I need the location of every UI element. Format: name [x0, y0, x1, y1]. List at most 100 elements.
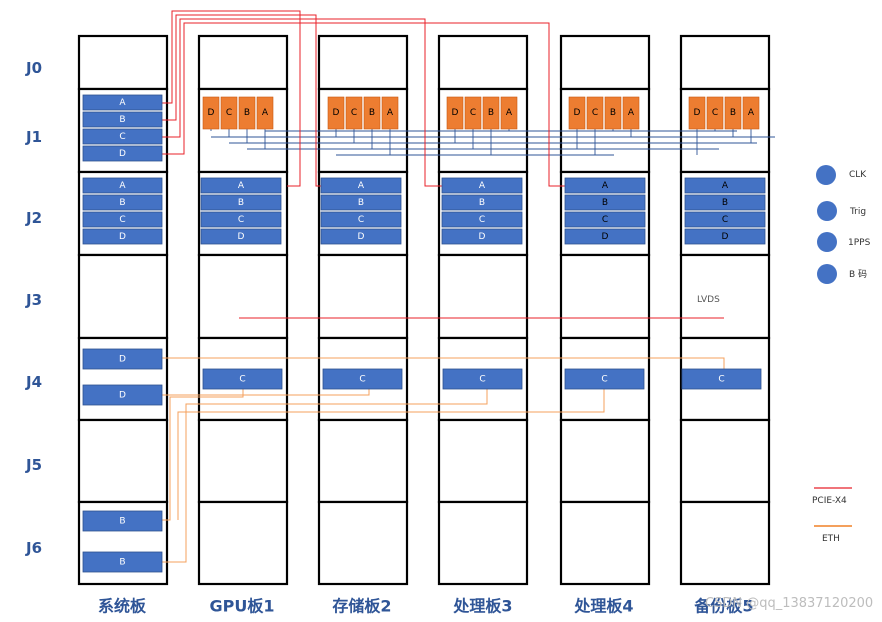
gpu1-j1-conn-d: [202, 96, 220, 130]
slot-processing3-j5: [437, 418, 529, 504]
system-j6-bus-b-1: [82, 510, 163, 532]
board-label-processing3: 处理板3: [452, 597, 512, 616]
storage2-j1-conn-b: [363, 96, 381, 130]
pcie-system-a-to-gpu1: [162, 10, 301, 187]
storage2-j2-bus-b-label: B: [358, 198, 364, 208]
system-j4-bus-d-1-label: D: [119, 355, 126, 365]
processing4-j2-bus-d-label: D: [602, 232, 609, 242]
gpu1-j2-bus-d: [200, 228, 282, 245]
gpu1-j1-conn-c-label: C: [226, 108, 232, 118]
slot-gpu1-j3: [197, 253, 289, 340]
processing3-j2-bus-b: [441, 194, 523, 211]
slot-backup5-j6: [679, 500, 771, 586]
processing3-j2-bus-b-label: B: [479, 198, 485, 208]
processing3-j1-conn-a-label: A: [506, 108, 513, 118]
eth-system-to-gpu1: [162, 389, 244, 521]
system-j1-bus-d-label: D: [119, 149, 126, 159]
slot-processing4-j5: [559, 418, 651, 504]
board-columns: [77, 34, 771, 586]
storage2-j1-conn-b-label: B: [369, 108, 375, 118]
backup5-j2-bus-c-label: C: [722, 215, 728, 225]
backup5-j2-bus-c: [684, 211, 766, 228]
system-j2-bus-a: [82, 177, 163, 194]
slot-processing3-j0: [437, 34, 529, 91]
slot-processing3-j6: [437, 500, 529, 586]
pcie-system-c-to-processing3: [162, 18, 442, 187]
system-j1-bus-a: [82, 94, 163, 111]
processing4-j2-bus-a: [564, 177, 646, 194]
system-j1-bus-c-label: C: [119, 132, 125, 142]
storage2-j4-bus-c-label: C: [359, 375, 365, 385]
slot-backup5-j3: [679, 253, 771, 340]
legend-pcie-label: PCIE-X4: [812, 496, 847, 506]
backup5-j1-conn-b-label: B: [730, 108, 736, 118]
gpu1-j2-bus-c: [200, 211, 282, 228]
storage2-j1-conn-c-label: C: [351, 108, 357, 118]
backup5-j1-conn-d-label: D: [694, 108, 701, 118]
row-label-j1: J1: [25, 128, 42, 146]
row-label-j4: J4: [25, 373, 42, 391]
processing4-j1-conn-c-label: C: [592, 108, 598, 118]
backup5-j2-bus-a-label: A: [722, 181, 729, 191]
storage2-j1-conn-a-label: A: [387, 108, 394, 118]
gpu1-j4-bus-c: [202, 368, 283, 390]
processing4-j1-conn-b-label: B: [610, 108, 616, 118]
backup5-j1-conn-b: [724, 96, 742, 130]
eth-system-to-processing3: [162, 389, 488, 563]
backup5-j4-bus-c: [681, 368, 762, 390]
processing4-j2-bus-d: [564, 228, 646, 245]
legend-trig-label: Trig: [849, 207, 866, 217]
processing4-j4-bus-c: [564, 368, 645, 390]
system-j2-bus-d-label: D: [119, 232, 126, 242]
gpu1-j2-bus-a: [200, 177, 282, 194]
legend-1pps-label: 1PPS: [848, 238, 871, 248]
processing4-j1-conn-b: [604, 96, 622, 130]
pcie-wires: [162, 10, 724, 319]
backup5-j1-conn-c: [706, 96, 724, 130]
gpu1-j1-conn-c: [220, 96, 238, 130]
eth-system-to-backup5: [162, 357, 725, 369]
row-label-j5: J5: [25, 456, 42, 474]
gpu1-j2-bus-b-label: B: [238, 198, 244, 208]
gpu1-j1-conn-b: [238, 96, 256, 130]
gpu1-j2-bus-b: [200, 194, 282, 211]
backup5-j2-bus-d: [684, 228, 766, 245]
system-j1-bus-c: [82, 128, 163, 145]
gpu1-j2-bus-c-label: C: [238, 215, 244, 225]
timing-wires: [210, 129, 775, 156]
storage2-j2-bus-d-label: D: [358, 232, 365, 242]
gpu1-j1-conn-d-label: D: [208, 108, 215, 118]
legend-clk-dot: [816, 165, 836, 185]
system-j6-bus-b-1-label: B: [119, 517, 125, 527]
slot-gpu1-j0: [197, 34, 289, 91]
processing3-j1-conn-c-label: C: [470, 108, 476, 118]
gpu1-j2-bus-a-label: A: [238, 181, 245, 191]
watermark: CSDN @qq_13837120200: [705, 596, 873, 611]
processing4-j4-bus-c-label: C: [601, 375, 607, 385]
storage2-j1-conn-d-label: D: [333, 108, 340, 118]
backup5-j2-bus-b-label: B: [722, 198, 728, 208]
slot-system-j5: [77, 418, 169, 504]
processing3-j1-conn-b: [482, 96, 500, 130]
processing4-j1-conn-d: [568, 96, 586, 130]
system-j2-bus-a-label: A: [119, 181, 126, 191]
board-label-system: 系统板: [98, 597, 147, 616]
backup5-j4-bus-c-label: C: [718, 375, 724, 385]
processing4-j1-conn-d-label: D: [574, 108, 581, 118]
backup5-j1-conn-a-label: A: [748, 108, 755, 118]
slot-backup5-j5: [679, 418, 771, 504]
slot-processing4-j6: [559, 500, 651, 586]
processing3-j2-bus-d-label: D: [479, 232, 486, 242]
board-label-processing4: 处理板4: [573, 597, 633, 616]
processing3-j1-conn-b-label: B: [488, 108, 494, 118]
system-j2-bus-c-label: C: [119, 215, 125, 225]
legend-clk-label: CLK: [849, 170, 867, 180]
slot-system-j3: [77, 253, 169, 340]
legend-bcode-label: B 码: [849, 269, 867, 280]
processing3-j1-conn-c: [464, 96, 482, 130]
storage2-j2-bus-a: [320, 177, 402, 194]
processing4-j2-bus-c: [564, 211, 646, 228]
system-j4-bus-d-2: [82, 384, 163, 406]
processing3-j2-bus-c: [441, 211, 523, 228]
